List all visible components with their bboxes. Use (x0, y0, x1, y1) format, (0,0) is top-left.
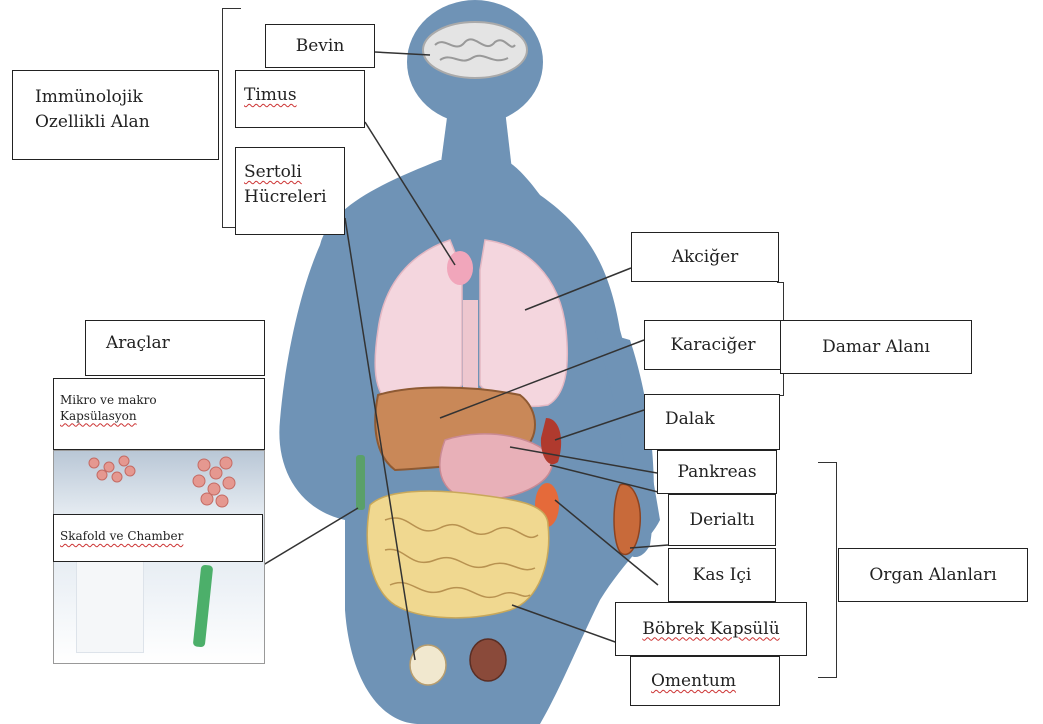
label-karaciger-text: Karaciğer (670, 333, 755, 358)
label-organ-alanlari: Organ Alanları (838, 548, 1028, 602)
label-derialti: Derialtı (668, 494, 776, 546)
microcapsule-image (54, 451, 264, 515)
kidney-sample (470, 639, 506, 681)
label-dalak-text: Dalak (665, 407, 759, 432)
label-pankreas: Pankreas (657, 450, 777, 494)
label-immuno-line1: Immünolojik (35, 85, 196, 110)
label-timus-text: Timus (244, 83, 356, 108)
scaffold-sheet (76, 559, 144, 653)
label-kas-ici-text: Kas Içi (693, 563, 752, 588)
label-immuno-line2: Ozellikli Alan (35, 110, 196, 135)
label-skafold: Skafold ve Chamber (53, 514, 263, 562)
label-mikro-line2: Kapsülasyon (60, 409, 258, 425)
label-sertoli-line1: Sertoli (244, 160, 336, 185)
label-araclar: Araçlar (85, 320, 265, 376)
implant-device (356, 455, 365, 510)
brain (423, 22, 527, 78)
label-kas-ici: Kas Içi (668, 548, 776, 602)
label-omentum-text: Omentum (651, 669, 759, 694)
label-karaciger: Karaciğer (644, 320, 782, 370)
label-skafold-text: Skafold ve Chamber (60, 529, 256, 545)
label-pankreas-text: Pankreas (677, 460, 756, 485)
intestines (367, 491, 548, 618)
label-damar-alani-text: Damar Alanı (822, 335, 930, 360)
chamber-device (193, 565, 214, 648)
label-derialti-text: Derialtı (689, 508, 754, 533)
organ-bracket (818, 462, 837, 678)
label-bobrek-kapsulu: Böbrek Kapsülü (615, 602, 807, 656)
thymus (447, 251, 473, 285)
label-bevin-text: Bevin (296, 34, 345, 59)
label-damar-alani: Damar Alanı (780, 320, 972, 374)
muscle-tissue (614, 484, 640, 554)
label-akciger: Akciğer (631, 232, 779, 282)
label-bevin: Bevin (265, 24, 375, 68)
label-timus: Timus (235, 70, 365, 128)
label-organ-alanlari-text: Organ Alanları (869, 563, 996, 588)
label-akciger-text: Akciğer (672, 245, 739, 270)
sertoli-cell-sample (410, 645, 446, 685)
label-omentum: Omentum (630, 656, 780, 706)
label-dalak: Dalak (644, 394, 780, 450)
label-araclar-text: Araçlar (106, 331, 244, 356)
label-sertoli-line2: Hücreleri (244, 185, 336, 210)
label-mikro-line1: Mikro ve makro (60, 393, 258, 409)
label-bobrek-kapsulu-text: Böbrek Kapsülü (642, 617, 779, 642)
